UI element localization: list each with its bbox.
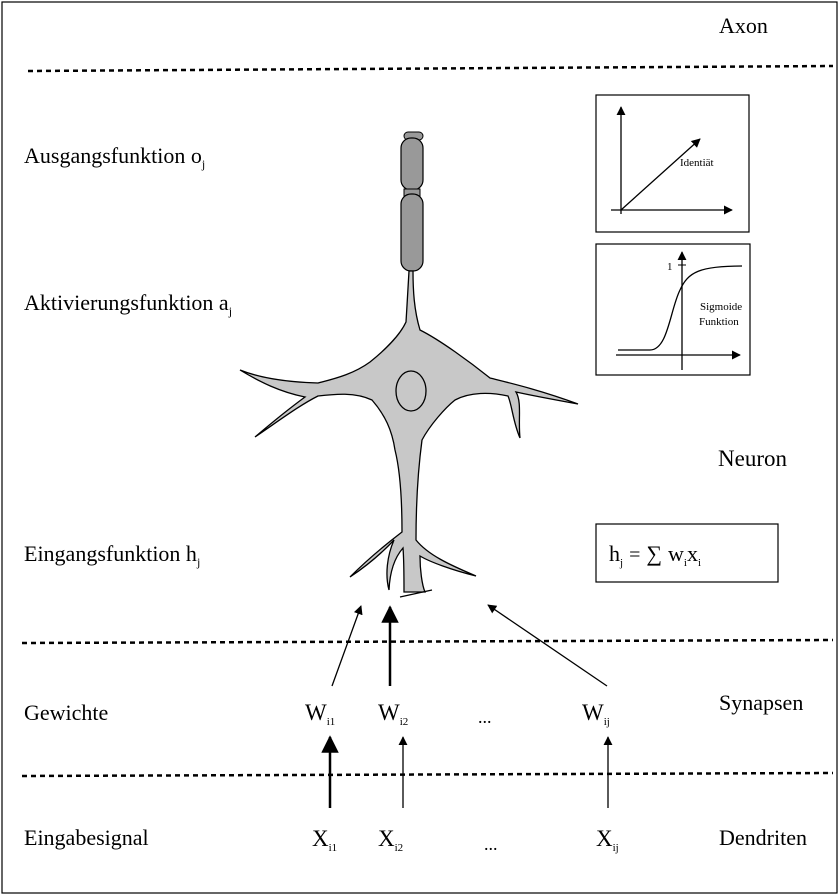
layer-label-axon: Axon xyxy=(719,13,768,38)
separator-axon xyxy=(28,66,833,71)
weight-1: Wi1 xyxy=(305,700,335,728)
sigmoid-tick-label: 1 xyxy=(667,261,673,273)
layer-label-dendriten: Dendriten xyxy=(719,825,807,850)
input-ellipsis: ... xyxy=(484,834,498,854)
label-eingangsfunktion: Eingangsfunktion hj xyxy=(24,541,200,569)
label-gewichte: Gewichte xyxy=(24,700,108,725)
arrow-wj-neuron xyxy=(488,605,607,686)
identity-panel: Identiät xyxy=(596,95,749,232)
axon-segment-lower xyxy=(401,194,423,271)
label-ausgangsfunktion: Ausgangsfunktion oj xyxy=(24,143,205,171)
formula-box: hj=∑wixi xyxy=(596,524,778,582)
input-1: Xi1 xyxy=(312,826,337,854)
input-2: Xi2 xyxy=(378,826,403,854)
separator-synapse xyxy=(22,773,833,776)
cell-body xyxy=(240,271,578,592)
weight-j: Wij xyxy=(582,700,610,728)
layer-label-synapsen: Synapsen xyxy=(719,690,803,715)
neuron-illustration xyxy=(240,132,578,597)
weight-2: Wi2 xyxy=(378,700,408,728)
layer-label-neuron: Neuron xyxy=(718,446,787,471)
identity-label: Identiät xyxy=(680,157,714,169)
arrow-w1-neuron xyxy=(332,606,361,686)
weight-ellipsis: ... xyxy=(478,707,492,727)
label-eingabesignal: Eingabesignal xyxy=(24,825,149,850)
sigmoid-label-1: Sigmoide xyxy=(700,301,742,313)
separator-neuron xyxy=(22,640,833,643)
sigmoid-panel: 1 Sigmoide Funktion xyxy=(596,244,750,375)
sigmoid-label-2: Funktion xyxy=(699,316,739,328)
input-j: Xij xyxy=(596,826,619,854)
label-aktivierungsfunktion: Aktivierungsfunktion aj xyxy=(24,290,232,318)
axon-segment-upper xyxy=(401,138,423,190)
nucleus xyxy=(396,371,426,411)
